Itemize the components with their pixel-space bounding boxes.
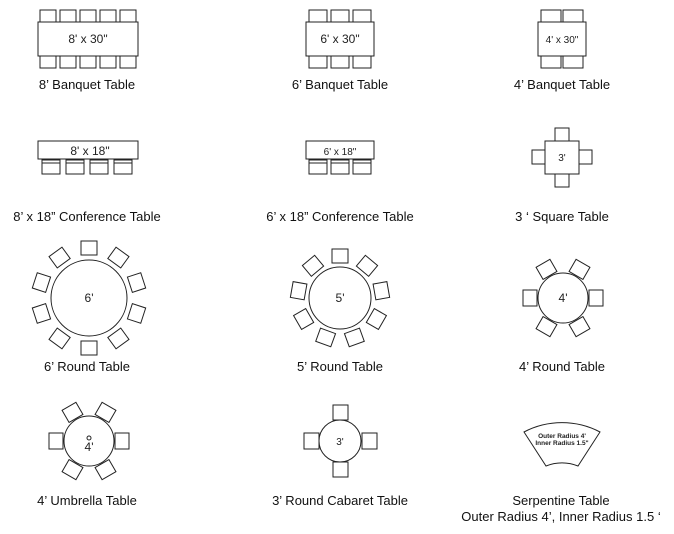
chair <box>535 258 558 281</box>
serpentine-table: Outer Radius 4' Inner Radius 1.5" Serpen… <box>461 422 661 524</box>
chair <box>588 289 604 307</box>
chair <box>61 458 84 481</box>
table-label: 8’ Banquet Table <box>39 77 135 92</box>
chair <box>126 303 147 324</box>
chair <box>114 432 130 450</box>
table-size: 6' <box>85 291 94 305</box>
table-size: 4' x 30" <box>546 35 579 46</box>
table-top <box>63 415 115 467</box>
table-label: 6’ Round Table <box>44 359 130 374</box>
chair <box>343 327 365 348</box>
table-top <box>37 21 139 57</box>
table-size: 6' x 30" <box>320 32 359 46</box>
chair <box>113 159 133 175</box>
chair <box>315 327 337 348</box>
chair <box>352 159 372 175</box>
table-label: 6’ Banquet Table <box>292 77 388 92</box>
chair <box>65 159 85 175</box>
chair <box>308 159 328 175</box>
round-table-4ft: 4' 4’ Round Table <box>519 258 605 374</box>
table-size: Outer Radius 4' <box>538 433 586 440</box>
table-top <box>305 140 375 160</box>
round-table-5ft: 5' 5’ Round Table <box>289 248 391 374</box>
chair <box>48 432 64 450</box>
chair <box>303 432 320 450</box>
conference-table-8ft: 8' x 18" 8’ x 18” Conference Table <box>13 140 161 224</box>
chair <box>372 281 391 301</box>
table-size: 3' <box>558 153 566 164</box>
table-size: 4' <box>559 291 568 305</box>
table-label: 6’ x 18” Conference Table <box>266 209 413 224</box>
chair <box>292 307 315 331</box>
chair <box>94 458 117 481</box>
table-top <box>50 259 128 337</box>
table-top <box>318 419 362 463</box>
table-label: 3 ‘ Square Table <box>515 209 609 224</box>
conference-table-6ft: 6' x 18" 6’ x 18” Conference Table <box>266 140 414 224</box>
table-label: 4’ Umbrella Table <box>37 493 137 508</box>
table-top <box>37 140 139 160</box>
chair <box>361 432 378 450</box>
chair <box>568 315 591 338</box>
banquet-table-4ft: 4' x 30" 4’ Banquet Table <box>514 9 610 92</box>
chair <box>94 401 117 424</box>
table-label: 5’ Round Table <box>297 359 383 374</box>
chair <box>89 159 109 175</box>
table-top <box>537 21 587 57</box>
chair <box>80 340 98 356</box>
table-label: 4’ Round Table <box>519 359 605 374</box>
chair <box>332 404 349 421</box>
umbrella-table-4ft: 4' 4’ Umbrella Table <box>37 401 137 508</box>
chair <box>48 327 71 350</box>
chair <box>568 258 591 281</box>
table-label: 3’ Round Cabaret Table <box>272 493 408 508</box>
round-cabaret-table-3ft: 3' 3’ Round Cabaret Table <box>272 404 408 508</box>
chair <box>522 289 538 307</box>
chair <box>31 303 52 324</box>
banquet-table-6ft: 6' x 30" 6’ Banquet Table <box>292 9 388 92</box>
table-top <box>523 422 601 467</box>
table-size: 8' x 30" <box>68 32 107 46</box>
round-table-6ft: 6' 6’ Round Table <box>31 240 147 374</box>
table-size: 5' <box>336 291 345 305</box>
chair <box>355 254 379 278</box>
table-top <box>537 272 589 324</box>
chair <box>48 246 71 269</box>
table-size: 3' <box>336 437 344 448</box>
chair <box>535 315 558 338</box>
table-top <box>305 21 375 57</box>
chair <box>301 254 325 278</box>
table-label: 8’ x 18” Conference Table <box>13 209 160 224</box>
banquet-table-8ft: 8' x 30" 8’ Banquet Table <box>37 9 139 92</box>
table-size: 8' x 18" <box>70 144 109 158</box>
chair <box>80 240 98 256</box>
table-size: 6' x 18" <box>324 147 357 158</box>
table-top <box>308 266 372 330</box>
chair <box>330 159 350 175</box>
chair <box>126 272 147 293</box>
chair <box>365 307 388 331</box>
chair <box>41 159 61 175</box>
umbrella-hole <box>86 435 92 441</box>
chairs-top <box>39 9 137 25</box>
chair <box>107 327 130 350</box>
table-top <box>544 140 580 175</box>
chair <box>289 281 308 301</box>
table-size-2: Inner Radius 1.5" <box>535 440 588 447</box>
chair <box>61 401 84 424</box>
square-table-3ft: 3' 3 ‘ Square Table <box>515 127 609 224</box>
chair <box>332 461 349 478</box>
chair <box>107 246 130 269</box>
table-label: Serpentine Table <box>512 493 609 508</box>
table-label: 4’ Banquet Table <box>514 77 610 92</box>
chair <box>331 248 349 264</box>
table-label-2: Outer Radius 4’, Inner Radius 1.5 ‘ <box>461 509 661 524</box>
table-size: 4' <box>85 440 94 454</box>
chair <box>31 272 52 293</box>
